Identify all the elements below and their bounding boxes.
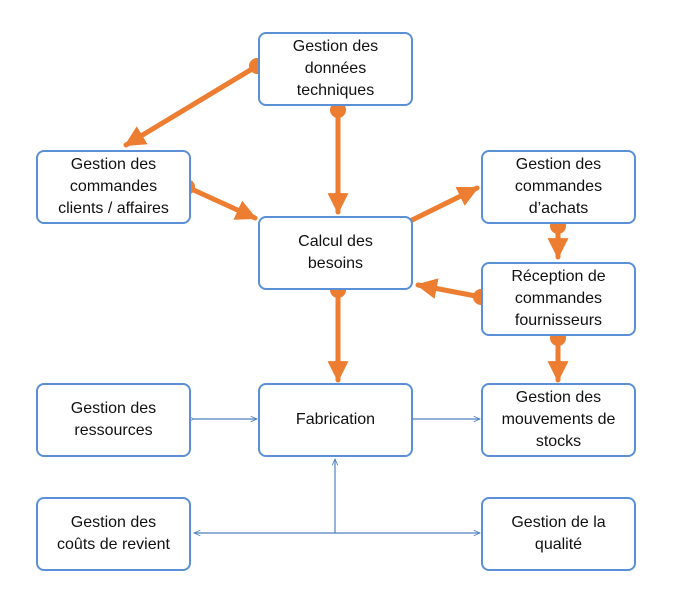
node-calcul-besoins: Calcul des besoins (258, 216, 413, 290)
node-label: Gestion des commandes clients / affaires (58, 156, 169, 217)
node-donnees-techniques: Gestion des données techniques (258, 32, 413, 106)
node-commandes-clients: Gestion des commandes clients / affaires (36, 150, 191, 224)
node-label: Gestion de la qualité (511, 514, 606, 553)
node-commandes-achats: Gestion des commandes d’achats (481, 150, 636, 224)
flow-commandes-clients-to-calcul (184, 184, 258, 221)
node-ressources: Gestion des ressources (36, 383, 191, 457)
node-label: Gestion des ressources (70, 400, 157, 439)
node-label: Gestion des commandes d’achats (514, 156, 603, 217)
node-label: Gestion des mouvements de stocks (501, 389, 616, 450)
node-mouvements-stocks: Gestion des mouvements de stocks (481, 383, 636, 457)
node-label: Gestion des coûts de revient (57, 514, 170, 553)
node-label: Calcul des besoins (298, 233, 373, 272)
node-couts-revient: Gestion des coûts de revient (36, 497, 191, 571)
node-label: Réception de commandes fournisseurs (511, 268, 606, 329)
flow-donnees-to-commandes-clients (123, 63, 260, 148)
node-label: Fabrication (295, 411, 376, 428)
node-label: Gestion des données techniques (292, 38, 379, 99)
flow-origin-dot (330, 102, 346, 118)
flow-reception-to-calcul (415, 278, 484, 300)
flow-calcul-to-commandes-achats (401, 185, 480, 227)
node-qualite: Gestion de la qualité (481, 497, 636, 571)
node-fabrication: Fabrication (258, 383, 413, 457)
node-reception-commandes: Réception de commandes fournisseurs (481, 262, 636, 336)
